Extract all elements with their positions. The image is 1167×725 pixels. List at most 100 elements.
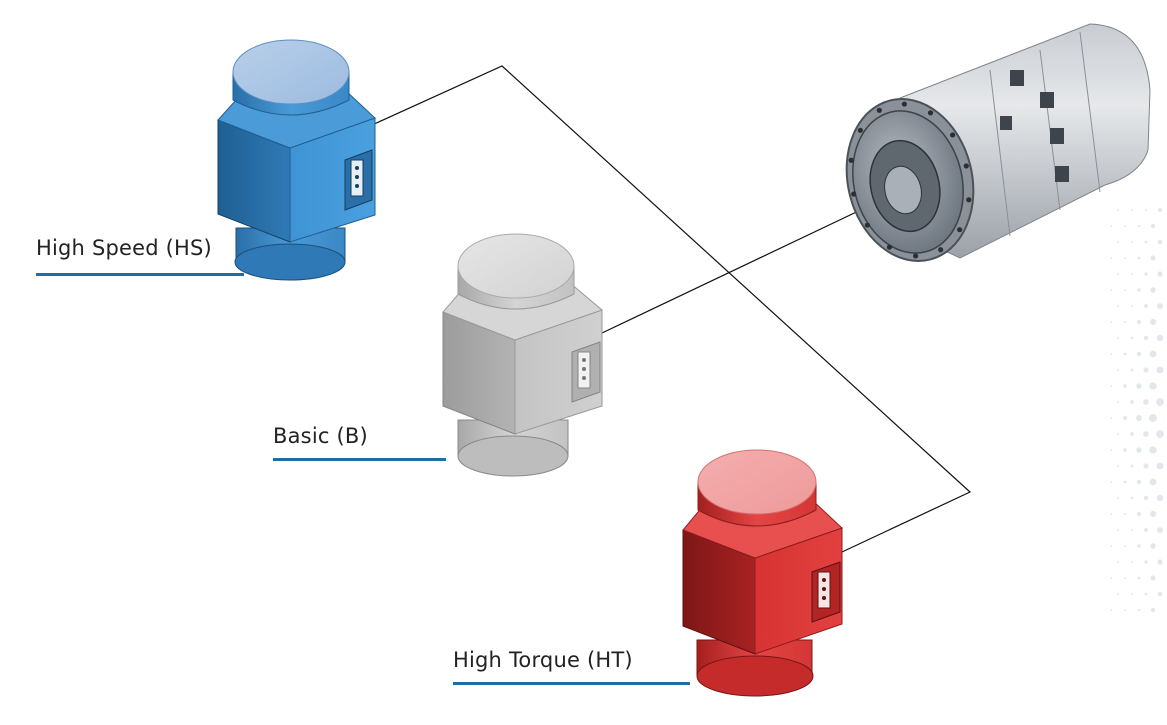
background-dot [1157,271,1163,277]
background-dot [1156,398,1164,406]
background-dot [1123,416,1127,420]
label-high-torque: High Torque (HT) [453,648,633,672]
background-dot [1149,414,1157,422]
background-dot [1131,305,1133,307]
background-dot [1136,351,1142,357]
gearbox-bolt [901,101,907,107]
background-dot [1150,607,1156,613]
background-dot [1144,240,1148,244]
background-dot [1117,593,1119,595]
background-dot [1145,209,1147,211]
gearbox-image [845,23,1151,262]
background-dot [1123,352,1127,356]
background-dot [1150,223,1156,229]
background-dot [1143,367,1149,373]
background-dot [1110,257,1112,259]
background-dot [1157,239,1163,245]
background-dot [1137,288,1141,292]
label-basic: Basic (B) [273,424,368,448]
background-dot [1130,432,1134,436]
background-dot [1110,385,1112,387]
background-dot [1131,529,1133,531]
background-dot [1130,368,1134,372]
background-dot [1157,527,1163,533]
background-dot [1136,383,1142,389]
background-dot [1110,417,1112,419]
background-dot [1110,577,1112,579]
background-dot [1143,463,1149,469]
background-dot [1137,608,1141,612]
background-dot [1117,209,1119,211]
background-dot [1110,449,1112,451]
background-dot [1144,560,1148,564]
gearbox-bolt [864,222,870,228]
background-dot [1136,415,1142,421]
background-dot [1156,334,1164,342]
background-dot [1149,382,1157,390]
background-dot [1149,510,1157,518]
background-dot [1149,446,1157,454]
background-dot-pattern [1110,208,1164,613]
gearbox-bolt [966,197,972,203]
gearbox-bolt [938,247,944,253]
background-dot [1150,543,1156,549]
label-high-speed: High Speed (HS) [36,236,212,260]
background-dot [1144,528,1148,532]
background-dot [1144,592,1148,596]
background-dot [1110,481,1112,483]
background-dot [1136,511,1142,517]
background-dot [1124,289,1126,291]
background-dot [1110,609,1112,611]
background-dot [1117,241,1119,243]
gearbox-bolt [857,127,863,133]
gearbox-bolt [913,253,919,259]
background-dot [1131,273,1133,275]
background-dot [1157,591,1163,597]
background-dot [1157,559,1163,565]
background-dot [1123,320,1127,324]
gearbox-bolt [950,132,956,138]
gearbox-bolt [927,110,934,116]
background-dot [1110,321,1112,323]
background-dot [1137,256,1141,260]
background-dot [1117,401,1119,403]
background-dot [1131,593,1133,595]
background-dot [1130,496,1134,500]
gearbox-bolt [886,244,893,250]
background-dot [1150,255,1156,261]
background-dot [1136,479,1142,485]
background-dot [1130,400,1134,404]
motor-high-speed [217,39,376,281]
motor-high-torque [682,449,843,697]
background-dot [1124,225,1126,227]
underline-high-speed [36,273,244,276]
background-dot [1110,545,1112,547]
background-dot [1143,431,1149,437]
background-dot [1158,208,1162,212]
underline-high-torque [453,682,690,685]
background-dot [1156,366,1164,374]
background-dot [1136,319,1142,325]
background-dot [1117,305,1119,307]
background-dot [1124,545,1126,547]
background-dot [1130,464,1134,468]
background-dot [1117,497,1119,499]
background-dot [1130,336,1134,340]
background-dot [1143,495,1149,501]
background-dot [1117,433,1119,435]
background-dot [1157,303,1163,309]
background-dot [1137,576,1141,580]
background-dot [1124,257,1126,259]
background-dot [1150,575,1156,581]
background-dot [1149,478,1157,486]
gearbox-bolt [848,157,854,163]
background-dot [1143,335,1149,341]
background-dot [1117,369,1119,371]
background-dot [1149,350,1157,358]
background-dot [1110,225,1112,227]
background-dot [1136,447,1142,453]
background-dot [1143,399,1149,405]
background-dot [1123,512,1127,516]
